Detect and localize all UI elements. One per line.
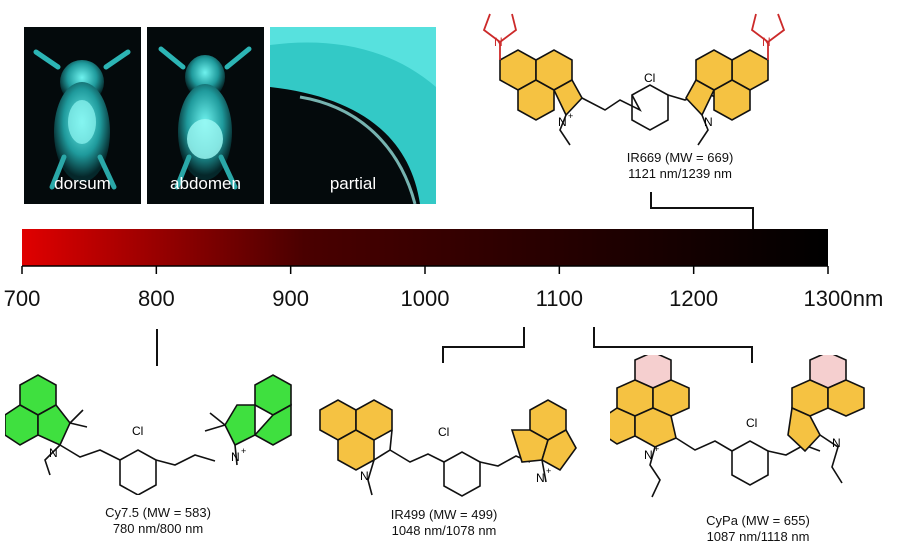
cl-atom: Cl — [132, 424, 143, 438]
cypa-structure: Cl N + N — [610, 355, 865, 498]
ir669-wavelengths: 1121 nm/1239 nm — [628, 166, 732, 181]
tick-label: 800 — [137, 286, 175, 311]
cy75-structure: Cl N N + — [5, 374, 292, 495]
tick-label: 1100 — [535, 286, 583, 311]
ir499-name: IR499 (MW = 499) — [390, 507, 498, 522]
unit-label: nm — [852, 286, 884, 311]
dorsum-mouse-image — [33, 49, 131, 190]
cy75-name: Cy7.5 (MW = 583) — [105, 505, 211, 520]
panel-label: partial — [329, 174, 377, 193]
ir499-caption: IR499 (MW = 499) 1048 nm/1078 nm — [364, 507, 524, 539]
tick-label: 1300 — [803, 286, 853, 311]
color-gradient-bar — [22, 229, 828, 266]
tick-label: 1000 — [400, 286, 450, 311]
n-atom-left: N — [644, 448, 653, 462]
tick-label: 900 — [272, 286, 310, 311]
charge-plus: + — [241, 446, 246, 456]
panel-label: dorsum — [54, 174, 111, 193]
dorsum-image-panel: dorsum — [24, 27, 141, 204]
cy75-wavelengths: 780 nm/800 nm — [112, 521, 204, 536]
n-atom-left: N — [558, 115, 567, 129]
panel-label: abdomen — [170, 174, 241, 193]
charge-plus: + — [546, 466, 551, 476]
tick-label: 1200 — [669, 286, 719, 311]
ir669-bracket — [650, 192, 754, 229]
ir669-caption: IR669 (MW = 669) 1121 nm/1239 nm — [600, 150, 760, 182]
cypa-caption: CyPa (MW = 655) 1087 nm/1118 nm — [678, 513, 838, 545]
ir499-structure: Cl N N + — [319, 399, 577, 497]
n-atom-left: N — [360, 469, 369, 483]
charge-plus: + — [654, 444, 659, 454]
tick-label: 700 — [3, 286, 41, 311]
n-atom-right: N — [536, 471, 545, 485]
amine-n-left: N — [494, 35, 503, 49]
ir499-bracket — [442, 327, 525, 363]
partial-body-image — [270, 27, 436, 204]
ir669-name: IR669 (MW = 669) — [626, 150, 734, 165]
ir669-structure: N N Cl N + N — [482, 13, 786, 146]
cy75-caption: Cy7.5 (MW = 583) 780 nm/800 nm — [78, 505, 238, 537]
partial-image-panel: partial — [270, 27, 436, 204]
cl-atom: Cl — [438, 425, 449, 439]
tick-marks — [21, 266, 829, 274]
n-atom-right: N — [704, 115, 713, 129]
cl-atom: Cl — [746, 416, 757, 430]
ir499-wavelengths: 1048 nm/1078 nm — [391, 523, 497, 538]
charge-plus: + — [568, 111, 573, 121]
amine-n-right: N — [762, 35, 771, 49]
cypa-wavelengths: 1087 nm/1118 nm — [706, 529, 810, 544]
n-atom-right: N — [231, 450, 240, 464]
n-atom-right: N — [832, 436, 841, 450]
cypa-bracket — [593, 327, 753, 363]
abdomen-image-panel: abdomen — [147, 27, 264, 204]
abdomen-mouse-image — [158, 46, 252, 190]
cl-atom: Cl — [644, 71, 655, 85]
n-atom-left: N — [49, 446, 58, 460]
cypa-name: CyPa (MW = 655) — [706, 513, 810, 528]
